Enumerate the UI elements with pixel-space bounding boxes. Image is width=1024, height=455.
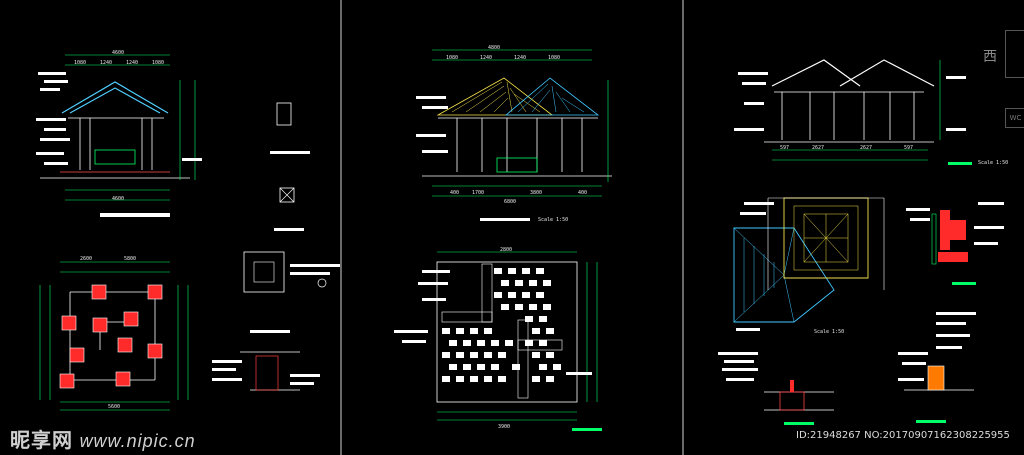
dim-p1-bottom: 4600 xyxy=(112,196,125,202)
dim-p1-plan-b: 5800 xyxy=(124,256,137,262)
dim-p1-plan-bottom: 5600 xyxy=(108,404,121,410)
scale-p3: Scale 1:50 xyxy=(978,160,1009,166)
right-drawings xyxy=(718,59,1004,425)
drawing-panel-right: 597 2627 2627 597 Scale 1:50 Scale 1:50 xyxy=(684,0,1024,455)
dim-p3-top-c: 2627 xyxy=(860,145,873,151)
drawing-panel-left: 4600 1080 1240 1240 1080 4600 2600 5800 … xyxy=(0,0,340,455)
dim-p2-top-total: 4800 xyxy=(488,45,501,51)
dim-p2-plan-top: 2800 xyxy=(500,247,513,253)
panel-divider-1 xyxy=(340,0,342,455)
dim-p1-top-b: 1240 xyxy=(100,60,113,66)
toolbar-fragment[interactable] xyxy=(1005,30,1024,78)
paving-pattern xyxy=(442,268,561,382)
dim-p3-top-a: 597 xyxy=(780,145,790,151)
dim-p2-top-b: 1240 xyxy=(480,55,493,61)
dim-p1-top-a: 1080 xyxy=(74,60,87,66)
paving-plan xyxy=(436,261,578,403)
dim-p2-top-c: 1240 xyxy=(514,55,527,61)
dim-p2-top-d: 1080 xyxy=(548,55,561,61)
dim-p2-bottom: 6800 xyxy=(504,199,517,205)
column-detail-red xyxy=(931,210,968,265)
dim-p2-mid-a: 400 xyxy=(450,190,460,196)
dim-p3-top-b: 2627 xyxy=(812,145,825,151)
compass-label[interactable]: 西 xyxy=(983,49,997,65)
middle-drawings xyxy=(394,49,612,431)
panel-divider-2 xyxy=(682,0,684,455)
dim-p2-top-a: 1080 xyxy=(446,55,459,61)
dim-p1-top-c: 1240 xyxy=(126,60,139,66)
dim-p2-plan-bottom: 3900 xyxy=(498,424,511,430)
dim-p1-plan-a: 2600 xyxy=(80,256,93,262)
watermark-url: www.nipic.cn xyxy=(79,431,196,451)
pavilion-roof-left xyxy=(61,81,169,114)
dim-p2-mid-b: 1700 xyxy=(472,190,485,196)
dim-p2-mid-d: 400 xyxy=(578,190,588,196)
scale-p3-b: Scale 1:50 xyxy=(814,329,845,335)
drawing-panel-middle: 4800 1080 1240 1240 1080 400 1700 3800 4… xyxy=(342,0,682,455)
dim-p2-mid-c: 3800 xyxy=(530,190,543,196)
image-id: ID:21948267 NO:20170907162308225955 xyxy=(796,430,1010,441)
watermark: 昵享网 www.nipic.cn xyxy=(10,424,196,453)
dim-p1-top-d: 1080 xyxy=(152,60,165,66)
dim-p3-top-d: 597 xyxy=(904,145,914,151)
floor-plan-left xyxy=(69,291,156,381)
dim-p1-top-total: 4600 xyxy=(112,50,125,56)
left-drawings xyxy=(36,54,340,411)
wcs-indicator[interactable]: WC xyxy=(1005,108,1024,128)
scale-p2: Scale 1:50 xyxy=(538,217,569,223)
watermark-brand: 昵享网 xyxy=(10,430,73,452)
